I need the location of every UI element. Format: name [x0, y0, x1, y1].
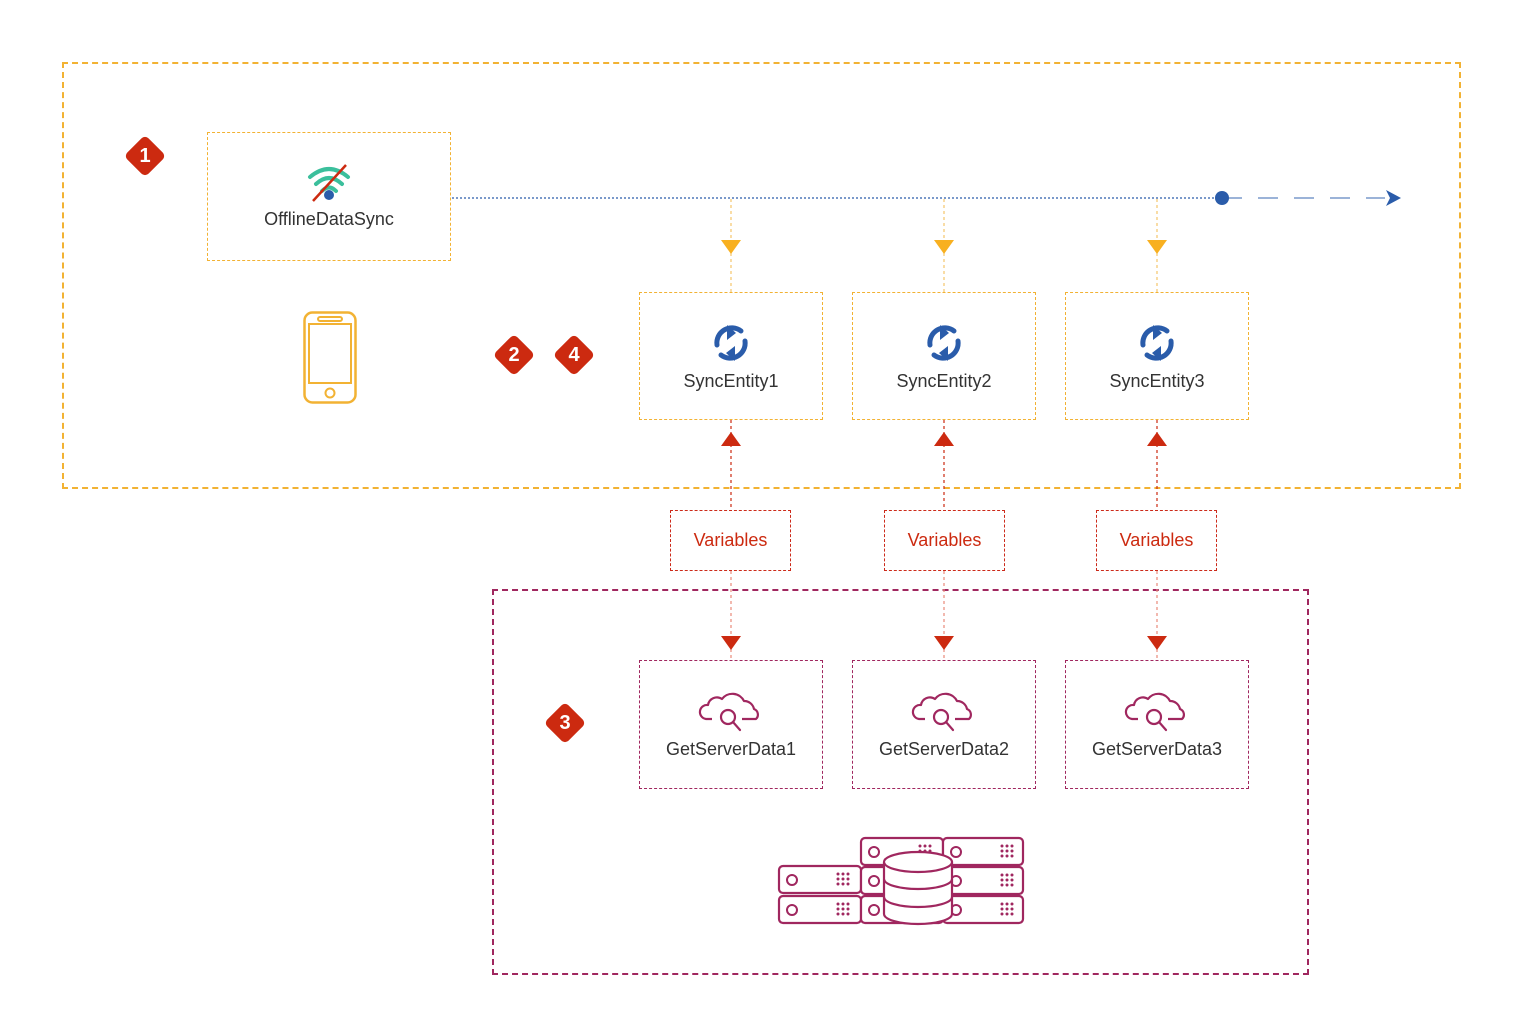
- device-region: [62, 62, 1461, 489]
- sync-entity-label: SyncEntity1: [683, 370, 779, 391]
- variables-node-3[interactable]: Variables: [1096, 510, 1217, 571]
- offline-data-sync-label: OfflineDataSync: [264, 209, 394, 229]
- variables-label: Variables: [907, 530, 982, 550]
- cloud-search-icon: [1124, 692, 1185, 732]
- sync-icon: [927, 324, 961, 361]
- variables-node-1[interactable]: Variables: [670, 510, 791, 571]
- sync-icon: [714, 324, 748, 361]
- sync-entity-node-1[interactable]: SyncEntity1: [639, 292, 823, 420]
- cloud-search-icon: [911, 692, 972, 732]
- cloud-search-icon: [698, 692, 759, 732]
- sync-entity-label: SyncEntity2: [896, 370, 992, 391]
- sync-connectors: [721, 199, 1167, 660]
- get-server-data-node-1[interactable]: GetServerData1: [639, 660, 823, 789]
- get-server-data-label: GetServerData3: [1091, 739, 1223, 759]
- sync-entity-label: SyncEntity3: [1109, 370, 1205, 391]
- step-badge-2: 2: [491, 332, 537, 378]
- database-cylinder: [882, 850, 954, 926]
- sync-connector-1: [721, 199, 741, 660]
- timeline-arrowhead: [1386, 190, 1401, 206]
- variables-node-2[interactable]: Variables: [884, 510, 1005, 571]
- get-server-data-label: GetServerData1: [665, 739, 797, 759]
- get-server-data-node-3[interactable]: GetServerData3: [1065, 660, 1249, 789]
- sync-connector-3: [1147, 199, 1167, 660]
- timeline-point: [1215, 191, 1229, 205]
- wifi-off-icon: [308, 164, 350, 202]
- offline-data-sync-node[interactable]: OfflineDataSync: [207, 132, 451, 261]
- smartphone-icon: [303, 311, 357, 404]
- sync-entity-node-3[interactable]: SyncEntity3: [1065, 292, 1249, 420]
- step-badge-3: 3: [542, 700, 588, 746]
- sync-connector-2: [934, 199, 954, 660]
- database-servers-icon: [777, 836, 1025, 926]
- get-server-data-label: GetServerData2: [878, 739, 1010, 759]
- get-server-data-node-2[interactable]: GetServerData2: [852, 660, 1036, 789]
- step-badge-1: 1: [122, 133, 168, 179]
- server-region: [492, 589, 1309, 975]
- step-badge-4: 4: [551, 332, 597, 378]
- sync-icon: [1140, 324, 1174, 361]
- sync-entity-node-2[interactable]: SyncEntity2: [852, 292, 1036, 420]
- variables-label: Variables: [1119, 530, 1194, 550]
- variables-label: Variables: [693, 530, 768, 550]
